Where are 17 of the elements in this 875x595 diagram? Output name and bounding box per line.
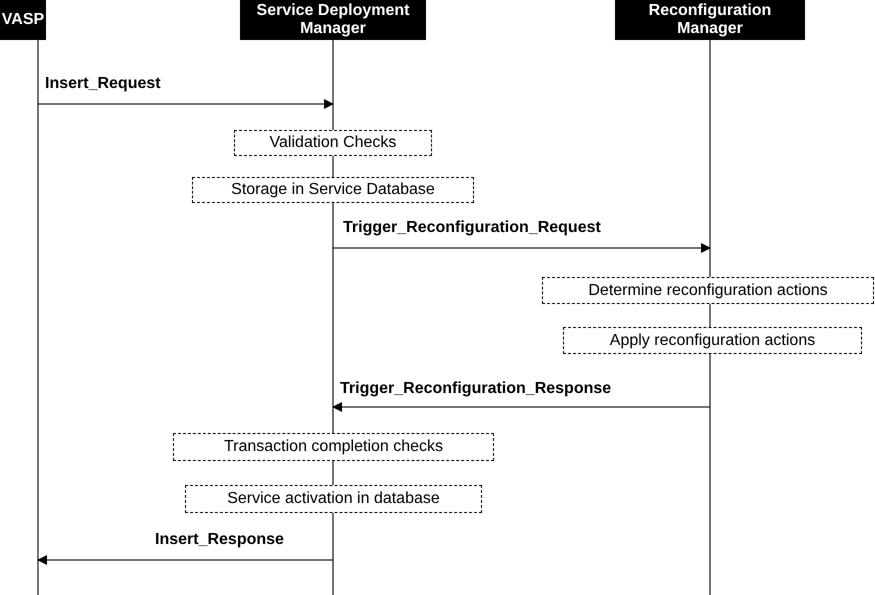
- message-label: Insert_Response: [153, 531, 286, 549]
- message-label: Insert_Request: [43, 75, 163, 93]
- activity-box: Service activation in database: [185, 485, 482, 513]
- activity-box: Apply reconfiguration actions: [563, 327, 862, 354]
- message-label: Trigger_Reconfiguration_Response: [338, 380, 614, 398]
- message-arrow: [38, 99, 334, 109]
- participant-header: Service Deployment Manager: [240, 0, 426, 40]
- message-label: Trigger_Reconfiguration_Request: [341, 219, 603, 237]
- activity-box: Determine reconfiguration actions: [542, 277, 874, 304]
- message-arrow: [332, 243, 711, 253]
- activity-box: Transaction completion checks: [173, 433, 494, 461]
- message-arrow: [37, 555, 334, 565]
- message-arrow: [332, 402, 710, 412]
- participant-header: VASP: [0, 0, 46, 40]
- activity-box: Storage in Service Database: [192, 177, 474, 203]
- activity-box: Validation Checks: [234, 130, 432, 156]
- participant-header: Reconfiguration Manager: [615, 0, 805, 40]
